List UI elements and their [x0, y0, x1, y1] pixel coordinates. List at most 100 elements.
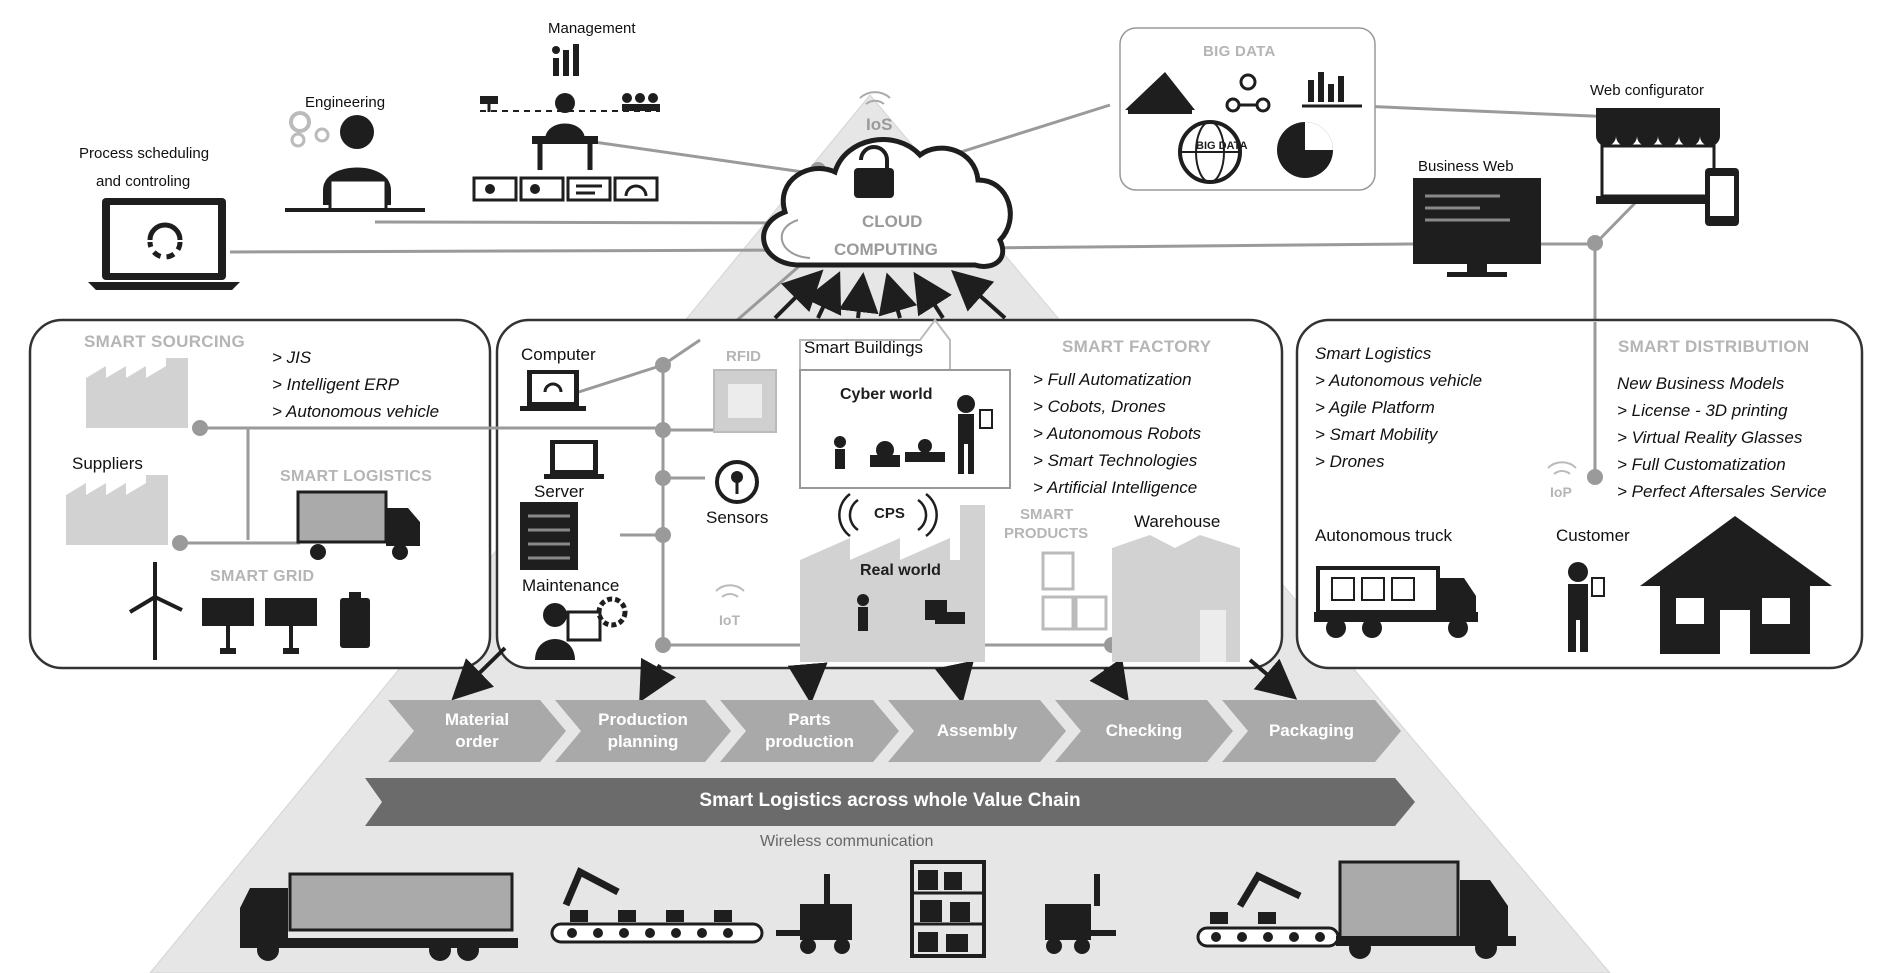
factory-item-2: > Cobots, Drones — [1033, 397, 1166, 416]
smart-distribution-title: SMART DISTRIBUTION — [1618, 337, 1810, 356]
sourcing-item-1: > JIS — [272, 348, 312, 367]
server-label: Server — [534, 482, 585, 501]
wireless-communication-label: Wireless communication — [760, 833, 934, 850]
chevron-label-assembly: Assembly — [936, 721, 1018, 740]
house-icon — [1640, 516, 1832, 654]
customer-label: Customer — [1556, 526, 1630, 545]
management-icon — [472, 44, 660, 202]
sourcing-item-2: > Intelligent ERP — [272, 375, 400, 394]
smart-grid-label: SMART GRID — [210, 568, 315, 585]
warehouse-icon — [1112, 535, 1240, 662]
big-data-globe-label: BIG DATA — [1196, 140, 1248, 152]
process-label-line1: Process scheduling — [79, 145, 210, 162]
cloud-icon — [761, 137, 1013, 269]
dist-item-1: New Business Models — [1617, 374, 1785, 393]
cloud-label-line2: COMPUTING — [834, 240, 938, 259]
process-label-line2: and controling — [96, 173, 191, 190]
shelf-rack-icon — [910, 860, 986, 958]
web-configurator-label: Web configurator — [1590, 82, 1704, 99]
smart-factory-title: SMART FACTORY — [1062, 337, 1212, 356]
factory-item-1: > Full Automatization — [1033, 370, 1192, 389]
engineering-label: Engineering — [305, 94, 386, 111]
sourcing-item-3: > Autonomous vehicle — [272, 402, 440, 421]
downward-arrows — [451, 646, 1298, 704]
cyber-world-label: Cyber world — [840, 386, 933, 403]
solar-panel-icon-2 — [265, 598, 317, 654]
rfid-label: RFID — [726, 348, 761, 365]
iop-label: IoP — [1550, 484, 1572, 500]
chevron-production-planning — [555, 700, 731, 762]
maintenance-label: Maintenance — [522, 576, 620, 595]
dist-logistics-item-2: > Autonomous vehicle — [1315, 371, 1483, 390]
maintenance-worker-icon — [535, 596, 628, 660]
sensor-icon — [715, 460, 759, 504]
management-label: Management — [548, 20, 636, 37]
forklift-icon-1 — [776, 874, 852, 954]
dist-item-3: > Virtual Reality Glasses — [1617, 428, 1803, 447]
dist-logistics-item-1: Smart Logistics — [1315, 344, 1432, 363]
iop-wifi-icon — [1547, 461, 1577, 475]
factory-item-3: > Autonomous Robots — [1033, 424, 1202, 443]
iot-wifi-icon — [715, 584, 745, 598]
business-web-label: Business Web — [1418, 158, 1514, 175]
chevron-checking — [1055, 700, 1233, 762]
smart-sourcing-title: SMART SOURCING — [84, 332, 245, 351]
suppliers-label: Suppliers — [72, 454, 143, 473]
dist-item-2: > License - 3D printing — [1617, 401, 1788, 420]
chevron-material-order — [388, 700, 566, 762]
cps-wave-icon — [838, 492, 938, 538]
semi-truck-icon — [240, 872, 518, 961]
chevron-assembly — [888, 700, 1066, 762]
engineer-icon — [285, 111, 425, 212]
cps-label: CPS — [874, 505, 905, 522]
solar-panel-icon-1 — [202, 598, 254, 654]
chevron-label-checking: Checking — [1105, 721, 1183, 740]
smart-logistics-label: SMART LOGISTICS — [280, 468, 433, 485]
dist-item-4: > Full Customatization — [1617, 455, 1786, 474]
autonomous-truck-label: Autonomous truck — [1315, 526, 1453, 545]
smart-products-icon — [1041, 551, 1108, 631]
real-world-label: Real world — [860, 562, 941, 579]
rfid-chip-icon — [713, 369, 777, 433]
cloud-label-line1: CLOUD — [862, 212, 923, 231]
wind-turbine-icon — [128, 562, 183, 660]
real-world-factory — [800, 505, 985, 662]
chevron-parts-production — [720, 700, 899, 762]
dist-logistics-item-4: > Smart Mobility — [1315, 425, 1438, 444]
box-truck-icon — [1336, 860, 1516, 959]
dist-logistics-item-5: > Drones — [1315, 452, 1385, 471]
person-with-tablet-icon — [957, 395, 993, 474]
value-chain-banner — [365, 778, 1415, 826]
supplier-factory-icon-2 — [66, 475, 168, 545]
value-chain-banner-label: Smart Logistics across whole Value Chain — [699, 790, 1081, 811]
lock-icon — [854, 145, 894, 198]
smart-buildings-label: Smart Buildings — [804, 338, 924, 357]
smart-factory-panel — [495, 318, 1284, 670]
chevron-packaging — [1222, 700, 1401, 762]
sensors-label: Sensors — [706, 508, 769, 527]
chevron-label-packaging: Packaging — [1268, 721, 1355, 740]
forklift-icon-2 — [1045, 874, 1116, 954]
value-chain — [388, 700, 1401, 762]
dist-item-5: > Perfect Aftersales Service — [1617, 482, 1827, 501]
business-web-monitor-icon — [1413, 178, 1541, 277]
computer-laptop-icon — [520, 370, 586, 411]
ios-wifi-icon — [859, 91, 891, 105]
laptop-icon — [88, 198, 240, 290]
supplier-factory-icon-1 — [86, 358, 188, 428]
smart-products-line2: PRODUCTS — [1004, 525, 1089, 542]
server-rack-icon — [520, 502, 578, 570]
dist-logistics-item-3: > Agile Platform — [1315, 398, 1435, 417]
conveyor-robot-icon-1 — [550, 867, 764, 944]
big-data-icons — [1125, 72, 1362, 184]
customer-icon — [1568, 562, 1605, 652]
storefront-icon — [1596, 108, 1739, 226]
battery-icon — [340, 592, 370, 648]
factory-item-4: > Smart Technologies — [1033, 451, 1198, 470]
computer-label: Computer — [521, 345, 596, 364]
factory-item-5: > Artificial Intelligence — [1033, 478, 1198, 497]
